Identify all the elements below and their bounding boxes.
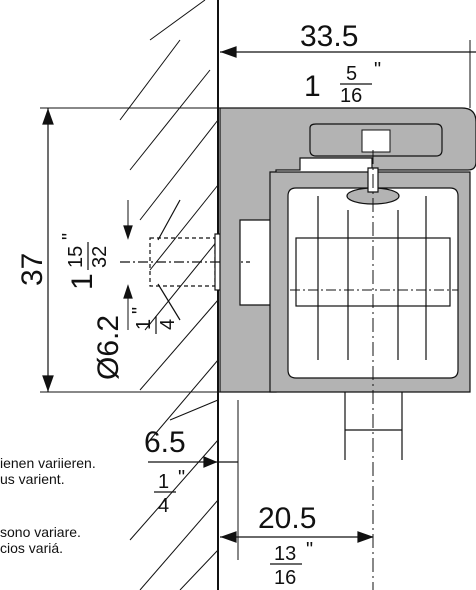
centre-mm: 20.5 (258, 502, 316, 535)
bore-label-group: Ø6.2 (92, 315, 125, 380)
centre-in-unit: " (306, 539, 313, 561)
hanger-bolt (344, 150, 403, 590)
bore-in-num: 1 (133, 319, 155, 330)
height-in-group: 1 15 32 " (59, 233, 111, 290)
dimension-lines (40, 40, 476, 560)
top-width-in-whole: 1 (304, 70, 321, 103)
top-width-in-num: 5 (346, 63, 357, 85)
top-width-in-unit: " (374, 59, 381, 81)
top-width-in-den: 16 (340, 85, 362, 107)
rail-profile (219, 107, 476, 393)
height-in-num: 15 (65, 246, 87, 268)
offset-in-den: 4 (158, 495, 169, 517)
offset-in-num: 1 (158, 471, 169, 493)
bore-in-den: 4 (157, 319, 179, 330)
note-line-2: us varient. (0, 471, 65, 487)
height-in-den: 32 (89, 246, 111, 268)
bore-in-unit: " (129, 307, 151, 314)
note-line-3: sono variare. (0, 524, 81, 540)
bore-diameter-mm: Ø6.2 (92, 315, 125, 380)
carriage-body (269, 167, 471, 393)
wall-hatching (119, 0, 219, 590)
centre-in-den: 16 (274, 567, 296, 589)
height-mm: 37 (16, 253, 49, 286)
centre-in-num: 13 (274, 543, 296, 565)
offset-mm: 6.5 (144, 426, 186, 459)
height-in-unit: " (59, 233, 81, 240)
height-in-whole: 1 (66, 273, 99, 290)
offset-in-unit: " (178, 467, 185, 489)
bore-in-group: 1 4 " (129, 307, 179, 334)
top-width-mm: 33.5 (300, 20, 358, 53)
note-line-1: ienen variieren. (0, 455, 96, 471)
height-label-group: 37 (16, 253, 49, 286)
note-line-4: cios variá. (0, 540, 63, 556)
